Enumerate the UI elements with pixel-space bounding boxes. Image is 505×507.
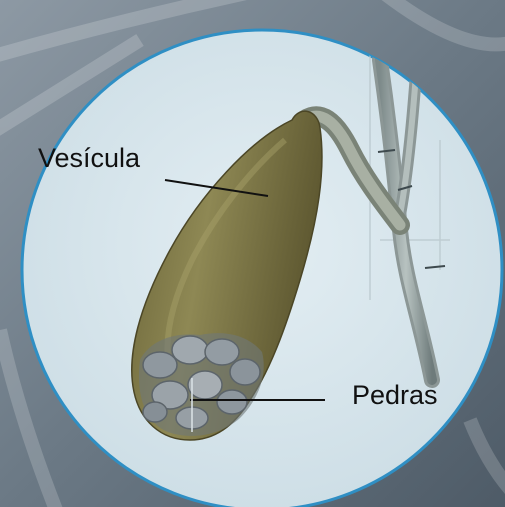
label-pedras: Pedras [352,382,438,409]
label-vesicula: Vesícula [38,145,140,172]
